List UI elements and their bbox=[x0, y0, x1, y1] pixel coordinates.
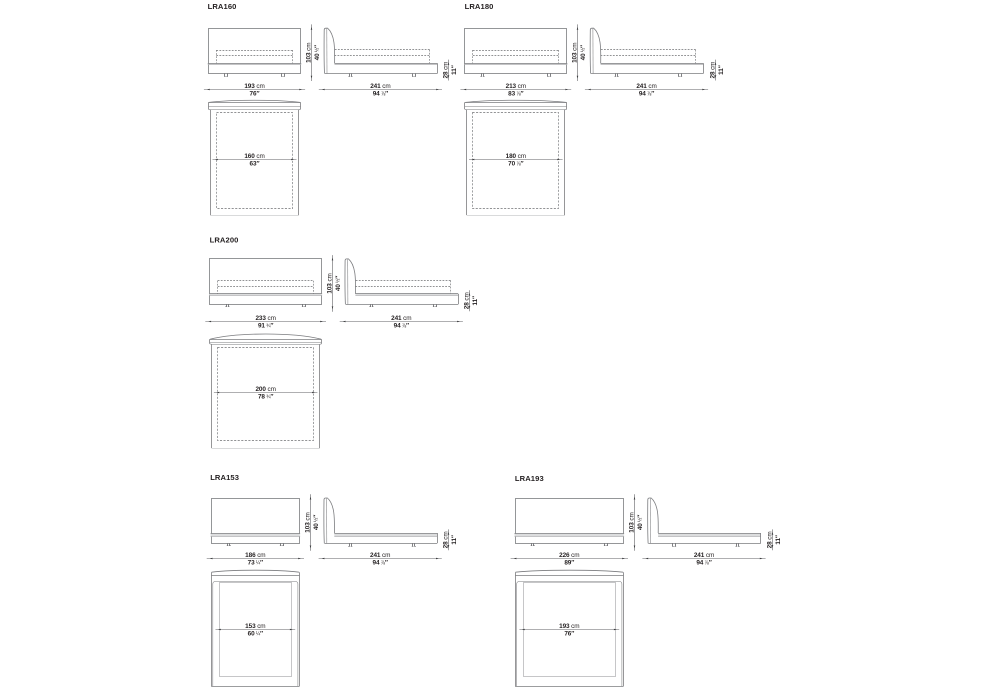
svg-text:40 ½″: 40 ½″ bbox=[314, 45, 321, 60]
svg-text:180 cm: 180 cm bbox=[506, 153, 526, 160]
svg-text:11″: 11″ bbox=[472, 296, 479, 306]
svg-text:11″: 11″ bbox=[718, 65, 725, 75]
svg-text:LRA153: LRA153 bbox=[210, 473, 239, 482]
svg-text:233 cm: 233 cm bbox=[255, 315, 275, 322]
svg-text:103 cm: 103 cm bbox=[304, 512, 311, 532]
svg-text:LRA180: LRA180 bbox=[465, 2, 494, 11]
svg-text:LRA193: LRA193 bbox=[515, 474, 544, 483]
svg-text:160 cm: 160 cm bbox=[244, 153, 264, 160]
svg-text:70 ⅞″: 70 ⅞″ bbox=[508, 161, 523, 168]
svg-text:28 cm: 28 cm bbox=[442, 531, 449, 548]
svg-text:40 ½″: 40 ½″ bbox=[335, 276, 342, 291]
svg-text:76″: 76″ bbox=[250, 91, 260, 98]
svg-text:94 ⅞″: 94 ⅞″ bbox=[373, 91, 388, 98]
svg-text:28 cm: 28 cm bbox=[442, 62, 449, 79]
svg-text:60 ¼″: 60 ¼″ bbox=[248, 631, 263, 638]
svg-text:94 ⅞″: 94 ⅞″ bbox=[394, 323, 409, 330]
svg-text:LRA160: LRA160 bbox=[208, 2, 237, 11]
svg-text:78 ¾″: 78 ¾″ bbox=[258, 394, 273, 401]
svg-text:200 cm: 200 cm bbox=[255, 386, 275, 393]
svg-text:40 ½″: 40 ½″ bbox=[580, 45, 587, 60]
svg-text:40 ½″: 40 ½″ bbox=[312, 515, 319, 530]
svg-text:28 cm: 28 cm bbox=[766, 531, 773, 548]
svg-text:193 cm: 193 cm bbox=[244, 83, 264, 90]
svg-text:94 ⅞″: 94 ⅞″ bbox=[639, 91, 654, 98]
svg-text:40 ½″: 40 ½″ bbox=[637, 515, 644, 530]
svg-text:241 cm: 241 cm bbox=[694, 552, 714, 559]
svg-text:LRA200: LRA200 bbox=[210, 235, 239, 244]
svg-text:241 cm: 241 cm bbox=[370, 552, 390, 559]
svg-text:76″: 76″ bbox=[564, 631, 574, 638]
svg-text:241 cm: 241 cm bbox=[636, 83, 656, 90]
svg-text:11″: 11″ bbox=[451, 65, 458, 75]
svg-text:94 ⅞″: 94 ⅞″ bbox=[373, 560, 388, 567]
svg-text:89″: 89″ bbox=[564, 560, 574, 567]
svg-text:91 ¾″: 91 ¾″ bbox=[258, 323, 273, 330]
svg-text:28 cm: 28 cm bbox=[709, 62, 716, 79]
svg-text:83 ⅞″: 83 ⅞″ bbox=[508, 91, 523, 98]
svg-text:11″: 11″ bbox=[775, 535, 782, 545]
svg-text:241 cm: 241 cm bbox=[391, 315, 411, 322]
svg-text:103 cm: 103 cm bbox=[326, 273, 333, 293]
svg-text:63″: 63″ bbox=[250, 161, 260, 168]
svg-text:103 cm: 103 cm bbox=[571, 43, 578, 63]
svg-text:153 cm: 153 cm bbox=[245, 623, 265, 630]
svg-text:94 ⅞″: 94 ⅞″ bbox=[696, 560, 711, 567]
svg-text:103 cm: 103 cm bbox=[305, 43, 312, 63]
svg-text:11″: 11″ bbox=[451, 535, 458, 545]
svg-text:28 cm: 28 cm bbox=[463, 292, 470, 309]
svg-text:73 ¼″: 73 ¼″ bbox=[248, 560, 263, 567]
svg-text:213 cm: 213 cm bbox=[506, 83, 526, 90]
svg-text:193 cm: 193 cm bbox=[559, 623, 579, 630]
svg-text:241 cm: 241 cm bbox=[370, 83, 390, 90]
svg-text:186 cm: 186 cm bbox=[245, 552, 265, 559]
svg-text:103 cm: 103 cm bbox=[628, 512, 635, 532]
svg-text:226 cm: 226 cm bbox=[559, 552, 579, 559]
